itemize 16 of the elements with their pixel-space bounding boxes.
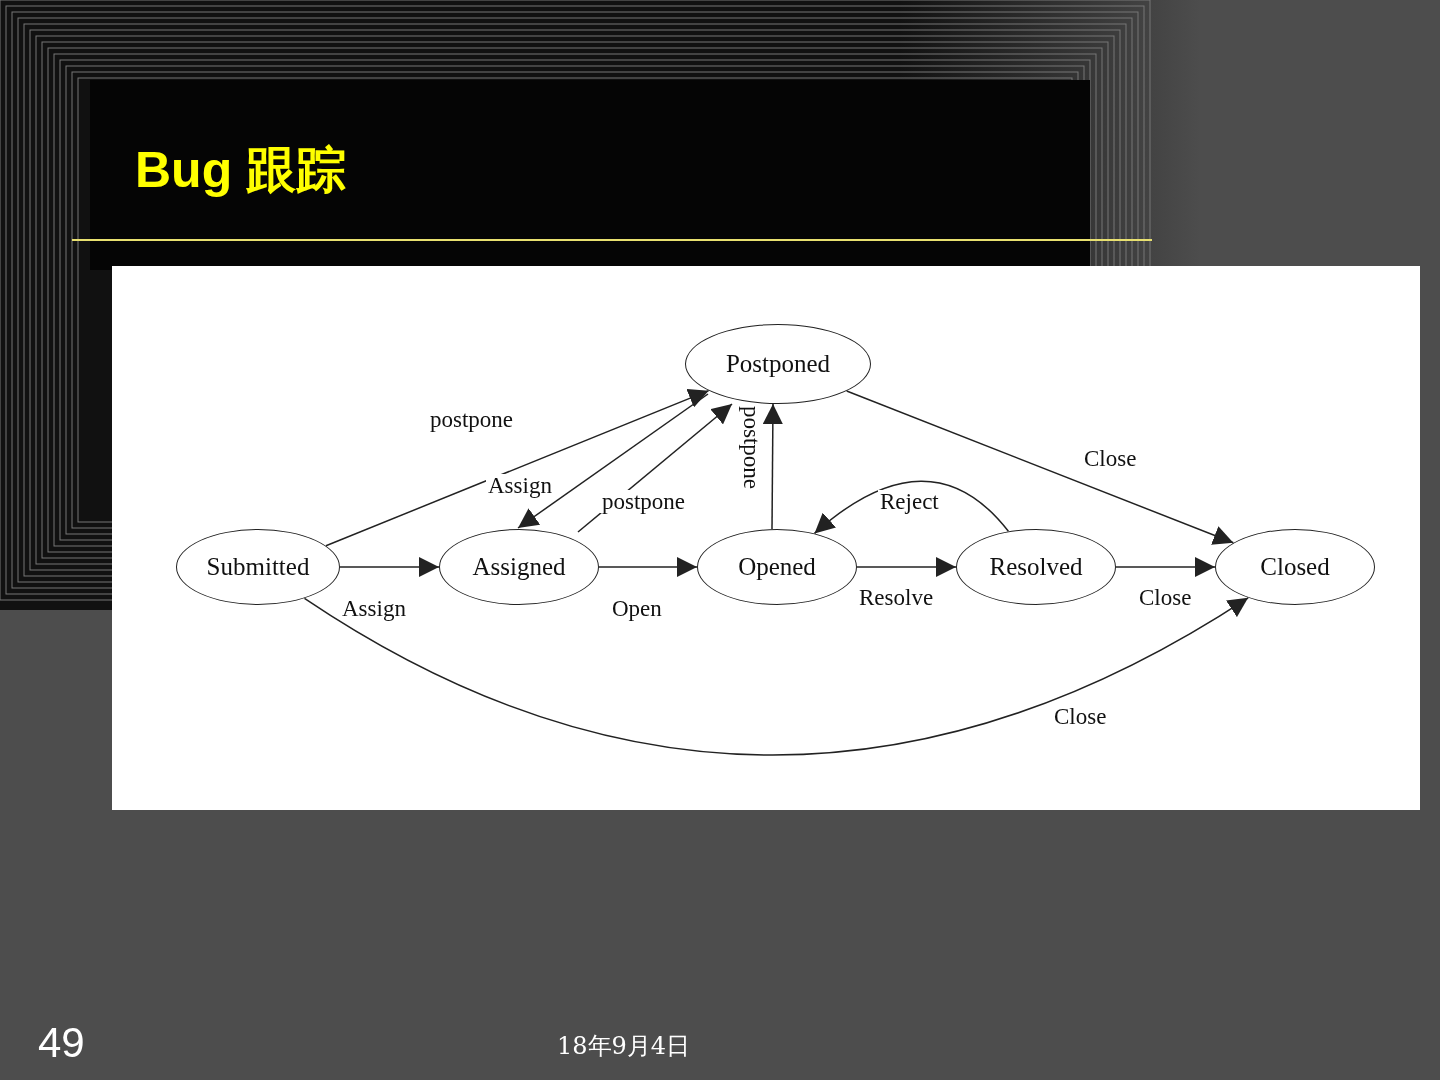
arrow	[517, 393, 709, 529]
arrow	[325, 388, 710, 547]
slide-title: Bug 跟踪	[135, 141, 347, 200]
edge-label: Assign	[486, 474, 554, 497]
arrow	[856, 557, 957, 577]
arrow	[813, 480, 1010, 535]
arrow	[303, 597, 1249, 756]
arrow	[762, 403, 783, 530]
date-text: 18年9月4日	[557, 1032, 691, 1061]
page-number: 49	[38, 1018, 85, 1068]
edge-label: postpone	[600, 490, 688, 513]
edge-label: Reject	[878, 490, 941, 513]
arrow	[845, 390, 1235, 545]
arrow	[1115, 557, 1216, 577]
arrow	[339, 557, 440, 577]
arrow	[598, 557, 698, 577]
